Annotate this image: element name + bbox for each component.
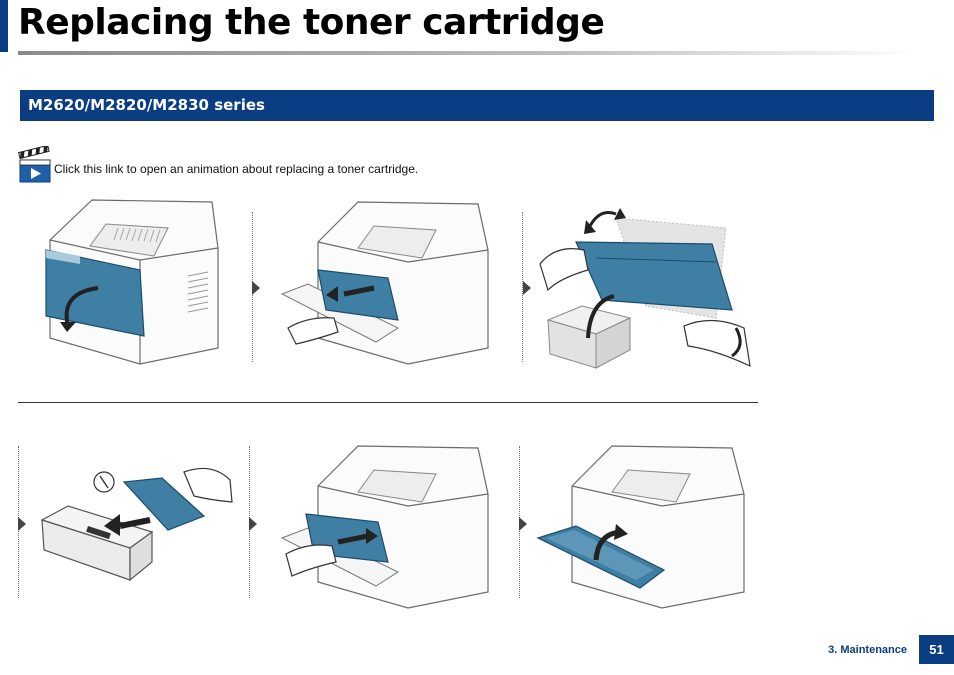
section-title: M2620/M2820/M2830 series [28,96,265,114]
next-step-arrow [249,517,257,531]
animation-link-text[interactable]: Click this link to open an animation abo… [54,162,419,176]
step-2-pull-out-toner [278,198,498,368]
title-accent-bar [0,0,8,52]
next-step-arrow [252,281,260,295]
next-step-arrow [18,517,26,531]
step-3-shake-toner [536,198,756,373]
section-header: M2620/M2820/M2830 series [20,90,934,121]
step-6-close-cover [536,442,756,612]
clapperboard-play-icon[interactable] [18,146,52,184]
next-step-arrow [523,281,531,295]
page-title: Replacing the toner cartridge [18,2,605,43]
next-step-arrow [519,517,527,531]
page-number: 51 [919,635,954,664]
title-underline [18,51,918,55]
step-4-remove-cap [34,456,244,586]
step-5-insert-toner [278,442,498,612]
divider [522,212,523,362]
footer-section-label: 3. Maintenance [828,644,907,656]
row-separator [18,402,758,403]
step-1-open-front-cover [40,198,230,368]
